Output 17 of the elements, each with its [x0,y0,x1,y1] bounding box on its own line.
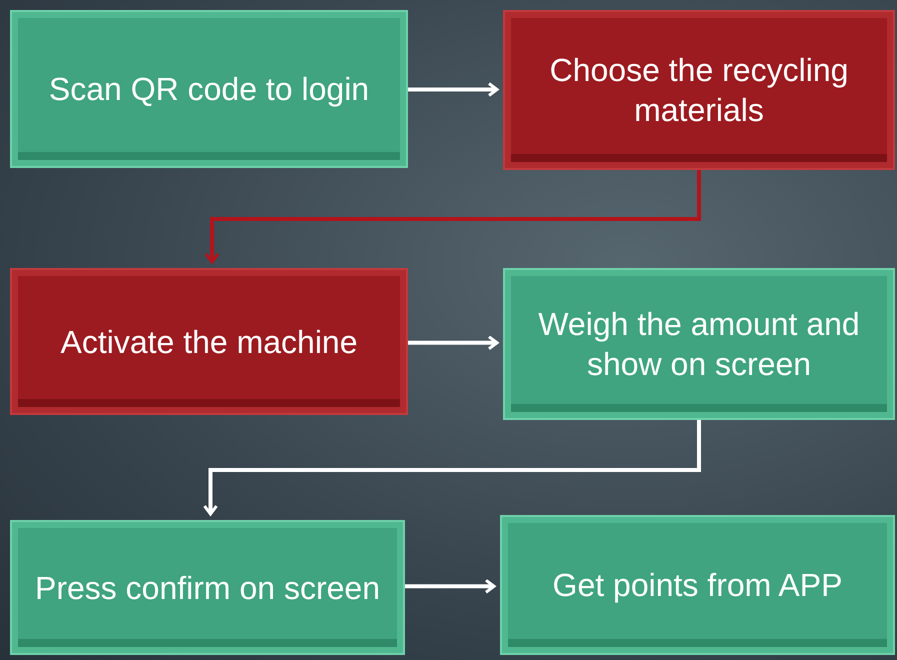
process-box [10,520,405,655]
process-box [500,515,895,655]
box-label: Press confirm on screen [34,568,380,608]
process-box [10,268,408,415]
arrow [408,335,498,350]
arrow [408,82,498,97]
arrow [204,170,701,264]
arrow [203,420,701,516]
box-label: Weigh the amount and show on screen [537,305,861,384]
process-box [503,10,895,170]
arrow [405,578,496,594]
process-box [10,10,408,168]
process-box [503,268,895,420]
box-label: Activate the machine [60,322,358,362]
box-label: Scan QR code to login [48,70,370,109]
box-label: Choose the recycling materials [548,51,850,130]
box-label: Get points from APP [552,566,842,605]
